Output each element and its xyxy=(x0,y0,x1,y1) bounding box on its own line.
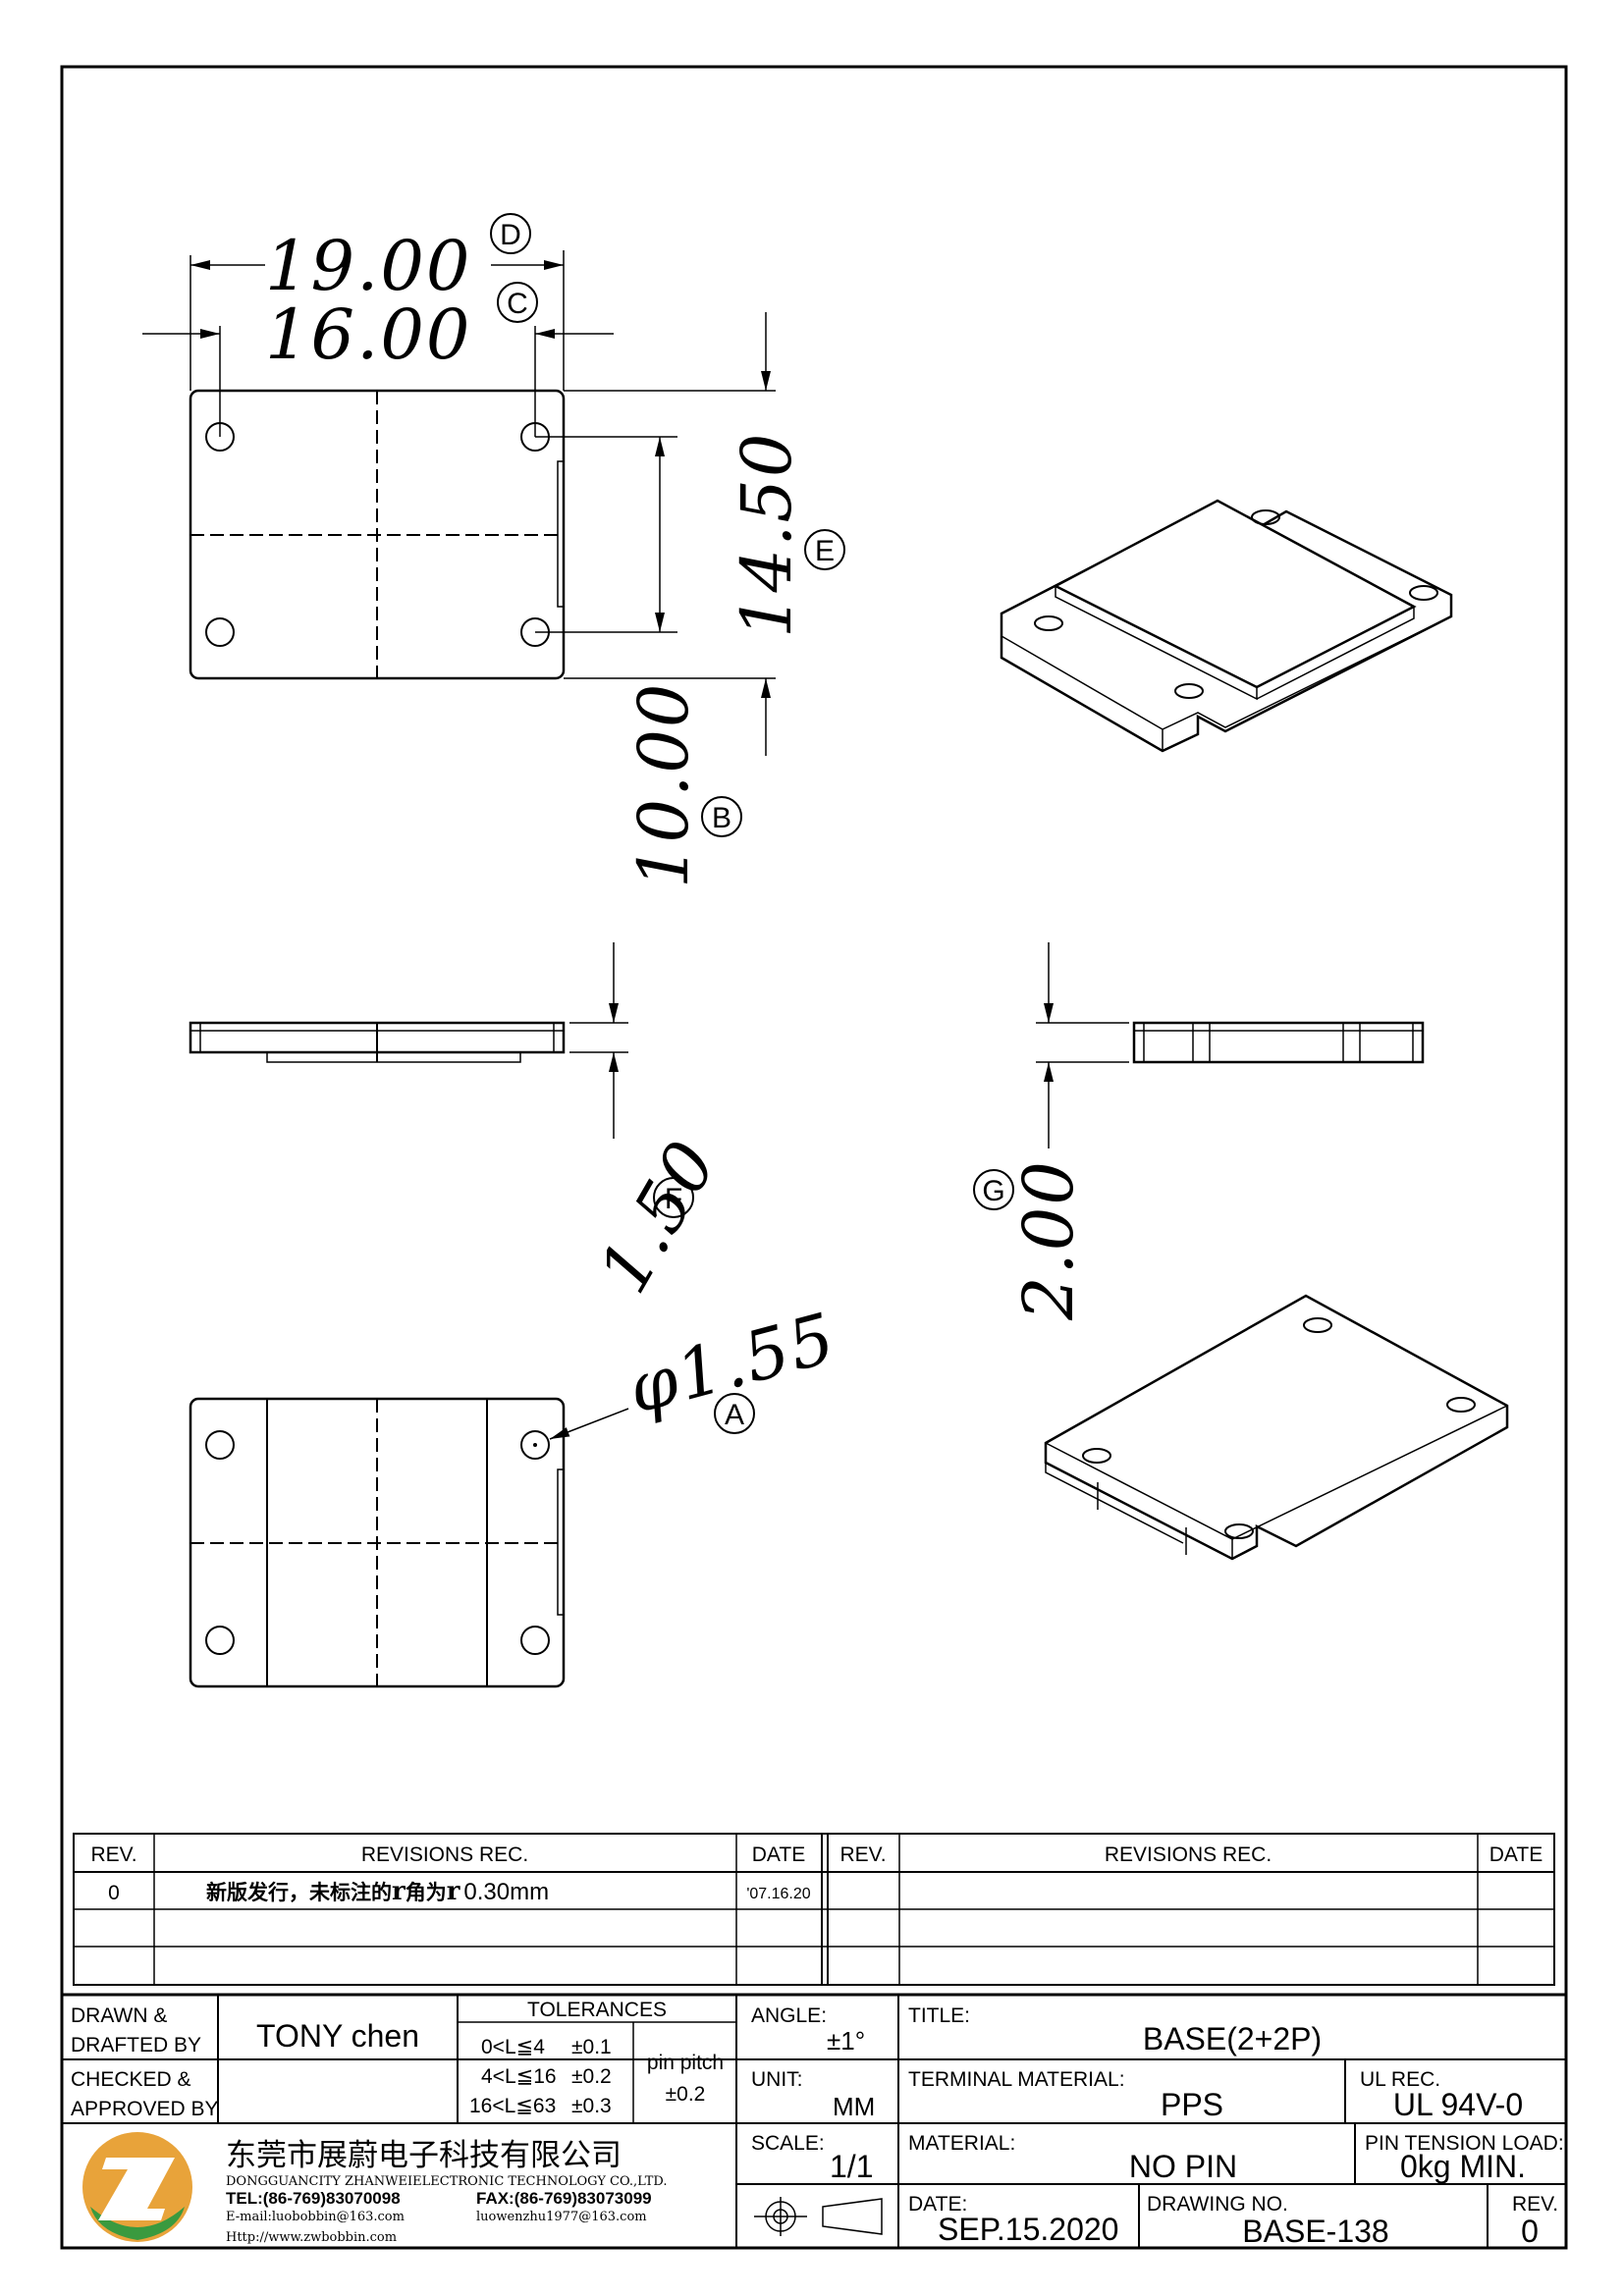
dim-hole-label: A xyxy=(725,1399,744,1431)
drawing-no-label: DRAWING NO. xyxy=(1147,2193,1288,2216)
dim-16-value: 16.00 xyxy=(265,294,471,375)
top-view xyxy=(189,389,566,680)
side-view-right xyxy=(1132,1021,1425,1064)
rev-row-0-date: '07.16.20 xyxy=(746,1886,810,1902)
projection-symbol-icon xyxy=(754,2197,883,2236)
company-name-en: DONGGUANCITY ZHANWEIELECTRONIC TECHNOLOG… xyxy=(226,2174,667,2189)
ul-rec-label: UL REC. xyxy=(1360,2068,1440,2091)
pin-tension-label: PIN TENSION LOAD: xyxy=(1365,2132,1564,2155)
tol-range-2: 16<L≦63 xyxy=(469,2095,556,2117)
company-tel: TEL:(86-769)83070098 xyxy=(226,2189,401,2208)
drawn-by-value: TONY chen xyxy=(256,2018,419,2054)
terminal-material-value: PPS xyxy=(1161,2087,1223,2122)
rec-header-left: REVISIONS REC. xyxy=(361,1843,528,1866)
company-name-cn: 东莞市展蔚电子科技有限公司 xyxy=(226,2138,622,2173)
dim-2: 2.00 G xyxy=(973,942,1129,1321)
pin-pitch-label: pin pitch xyxy=(647,2052,724,2074)
date-header-right: DATE xyxy=(1489,1843,1543,1866)
title-value: BASE(2+2P) xyxy=(1143,2021,1322,2056)
company-email-2: luowenzhu1977@163.com xyxy=(476,2210,647,2224)
checked-label-2: APPROVED BY xyxy=(71,2098,219,2120)
tol-range-1: 4<L≦16 xyxy=(481,2065,557,2088)
drawn-label-2: DRAFTED BY xyxy=(71,2034,201,2056)
tolerances-label: TOLERANCES xyxy=(527,1999,667,2021)
rev-header-left: REV. xyxy=(90,1843,136,1866)
rev-header-right: REV. xyxy=(839,1843,886,1866)
dim-19-value: 19.00 xyxy=(265,226,471,306)
date-label: DATE: xyxy=(908,2193,967,2216)
dim-hole: φ1.55 A xyxy=(549,1298,844,1440)
material-value: NO PIN xyxy=(1129,2149,1237,2184)
tol-value-2: ±0.3 xyxy=(571,2095,612,2117)
company-web: Http://www.zwbobbin.com xyxy=(226,2230,397,2245)
revision-table: REV. REVISIONS REC. DATE REV. REVISIONS … xyxy=(73,1833,1555,1986)
iso-view-bottom xyxy=(1044,1294,1509,1561)
company-logo xyxy=(82,2132,192,2242)
dim-19-label: D xyxy=(500,219,521,251)
tol-value-0: ±0.1 xyxy=(571,2036,612,2058)
dim-2-value: 2.00 xyxy=(1008,1159,1089,1321)
dim-14-5: 14.50 E xyxy=(564,312,845,756)
side-view-front xyxy=(189,1021,566,1063)
iso-view-top xyxy=(1000,499,1453,753)
company-email: E-mail:luobobbin@163.com xyxy=(226,2210,405,2224)
dim-14-5-label: E xyxy=(815,535,835,567)
scale-label: SCALE: xyxy=(751,2132,825,2155)
dim-1-5: 1.50 F xyxy=(569,942,733,1307)
dim-16: 16.00 C xyxy=(142,282,614,437)
dim-19: 19.00 D xyxy=(189,213,565,391)
title-block: DRAWN & DRAFTED BY TONY chen CHECKED & A… xyxy=(60,1993,1568,2250)
dim-14-5-value: 14.50 xyxy=(727,432,807,638)
rev-label: REV. xyxy=(1512,2193,1558,2216)
angle-value: ±1° xyxy=(827,2026,865,2056)
rev-row-0-rev: 0 xyxy=(108,1882,120,1904)
drawn-label-1: DRAWN & xyxy=(71,2004,167,2027)
rev-value: 0 xyxy=(1521,2214,1539,2249)
date-value: SEP.15.2020 xyxy=(938,2212,1118,2247)
title-label: TITLE: xyxy=(908,2004,970,2027)
bottom-view xyxy=(189,1397,566,1688)
company-fax: FAX:(86-769)83073099 xyxy=(476,2189,652,2208)
unit-label: UNIT: xyxy=(751,2068,803,2091)
angle-label: ANGLE: xyxy=(751,2004,827,2027)
date-header-left: DATE xyxy=(752,1843,805,1866)
dim-10: 10.00 B xyxy=(535,436,742,888)
pin-pitch-tol: ±0.2 xyxy=(666,2083,706,2106)
rec-header-right: REVISIONS REC. xyxy=(1105,1843,1272,1866)
dim-2-label: G xyxy=(982,1175,1004,1207)
unit-value: MM xyxy=(833,2092,875,2121)
checked-label-1: CHECKED & xyxy=(71,2068,191,2091)
tol-range-0: 0<L≦4 xyxy=(481,2036,545,2058)
material-label: MATERIAL: xyxy=(908,2132,1015,2155)
ul-rec-value: UL 94V-0 xyxy=(1393,2087,1523,2122)
terminal-material-label: TERMINAL MATERIAL: xyxy=(908,2068,1125,2091)
dim-1-5-value: 1.50 xyxy=(583,1127,733,1307)
dim-10-label: B xyxy=(712,802,731,834)
drawing-no-value: BASE-138 xyxy=(1242,2214,1388,2249)
dim-1-5-label: F xyxy=(665,1183,682,1215)
dim-10-value: 10.00 xyxy=(623,682,704,888)
dim-16-label: C xyxy=(507,288,528,320)
pin-tension-value: 0kg MIN. xyxy=(1400,2149,1526,2184)
scale-value: 1/1 xyxy=(830,2149,873,2184)
tol-value-1: ±0.2 xyxy=(571,2065,612,2088)
